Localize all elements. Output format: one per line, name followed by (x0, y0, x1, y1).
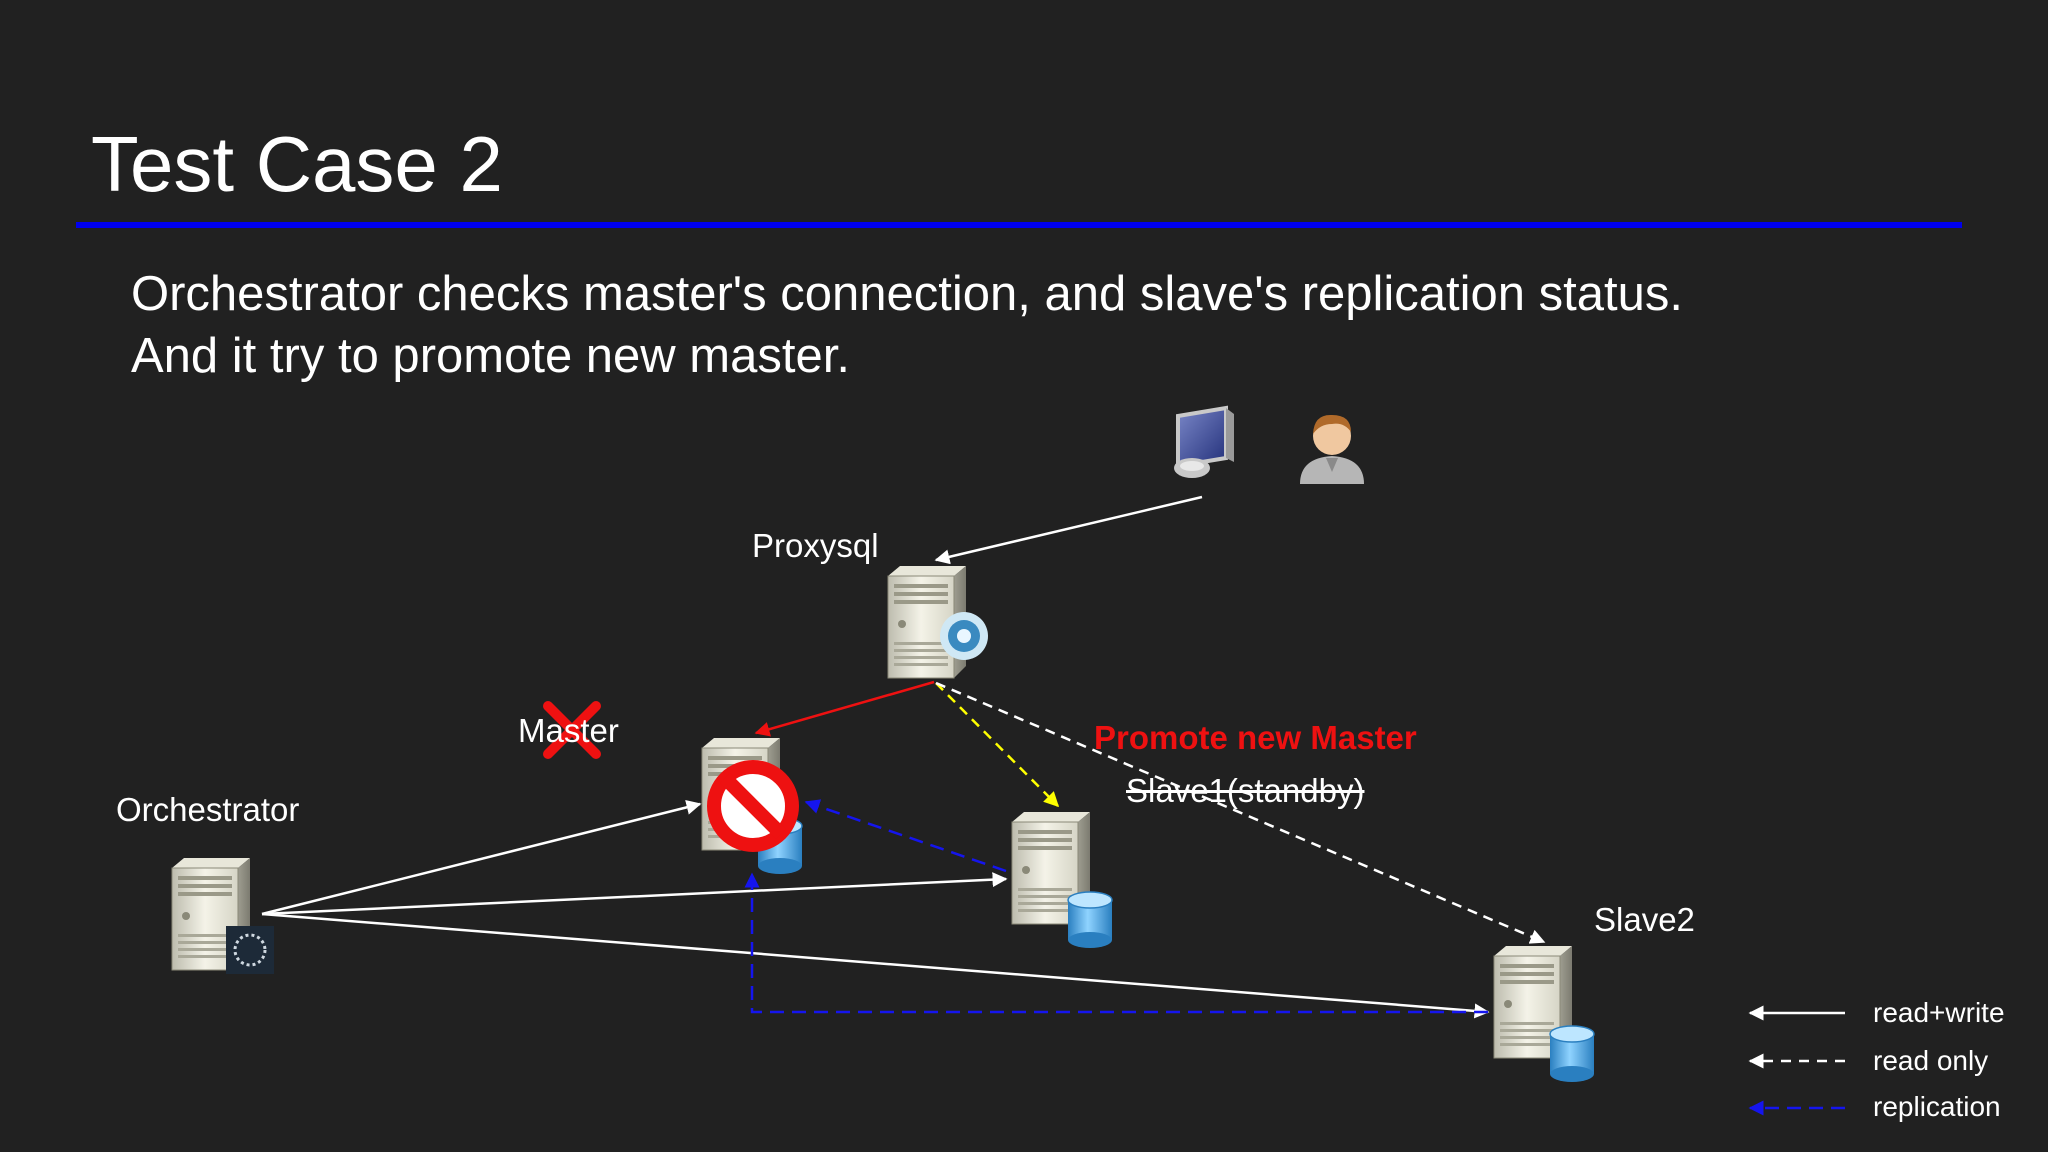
client-to-proxysql-link (934, 495, 1203, 565)
legend-replication-label: replication (1873, 1091, 2001, 1122)
title-divider (76, 222, 1962, 228)
user-person-icon (1300, 414, 1364, 484)
prohibited-icon (707, 760, 799, 852)
orchestrator-label: Orchestrator (116, 791, 300, 828)
proxysql-label: Proxysql (752, 527, 879, 564)
description-line-2: And it try to promote new master. (131, 329, 850, 383)
master-label: Master (518, 712, 619, 749)
slave2-server-icon (1493, 945, 1595, 1083)
orchestrator-to-slave2-link (261, 912, 1490, 1019)
orchestrator-to-master-link (261, 800, 702, 916)
legend-read-write-label: read+write (1873, 997, 2005, 1028)
proxysql-to-slave2-readonly-link (935, 681, 1546, 944)
proxy-gear-icon (940, 612, 988, 660)
slave2-label: Slave2 (1594, 901, 1695, 938)
desktop-computer-icon (1174, 405, 1234, 478)
red-x-icon (543, 701, 601, 759)
connections (261, 495, 1546, 1019)
promote-annotation: Promote new Master (1094, 719, 1417, 756)
orchestrator-badge-icon (226, 926, 274, 974)
proxysql-to-slave1-new-link (935, 682, 1060, 808)
slave1-server-icon (1011, 811, 1113, 949)
slide-title: Test Case 2 (91, 120, 503, 208)
proxysql-to-master-link (754, 680, 935, 737)
legend-read-only-label: read only (1873, 1045, 1989, 1076)
slave2-replication-link (744, 872, 1488, 1014)
proxysql-server-icon (887, 565, 988, 679)
slave1-label: Slave1(standby) (1126, 772, 1365, 809)
legend (1748, 1005, 1845, 1116)
orchestrator-server-icon (171, 857, 274, 974)
description-line-1: Orchestrator checks master's connection,… (131, 267, 1684, 321)
slave1-replication-link (804, 799, 1007, 873)
orchestrator-to-slave1-link (261, 872, 1008, 916)
